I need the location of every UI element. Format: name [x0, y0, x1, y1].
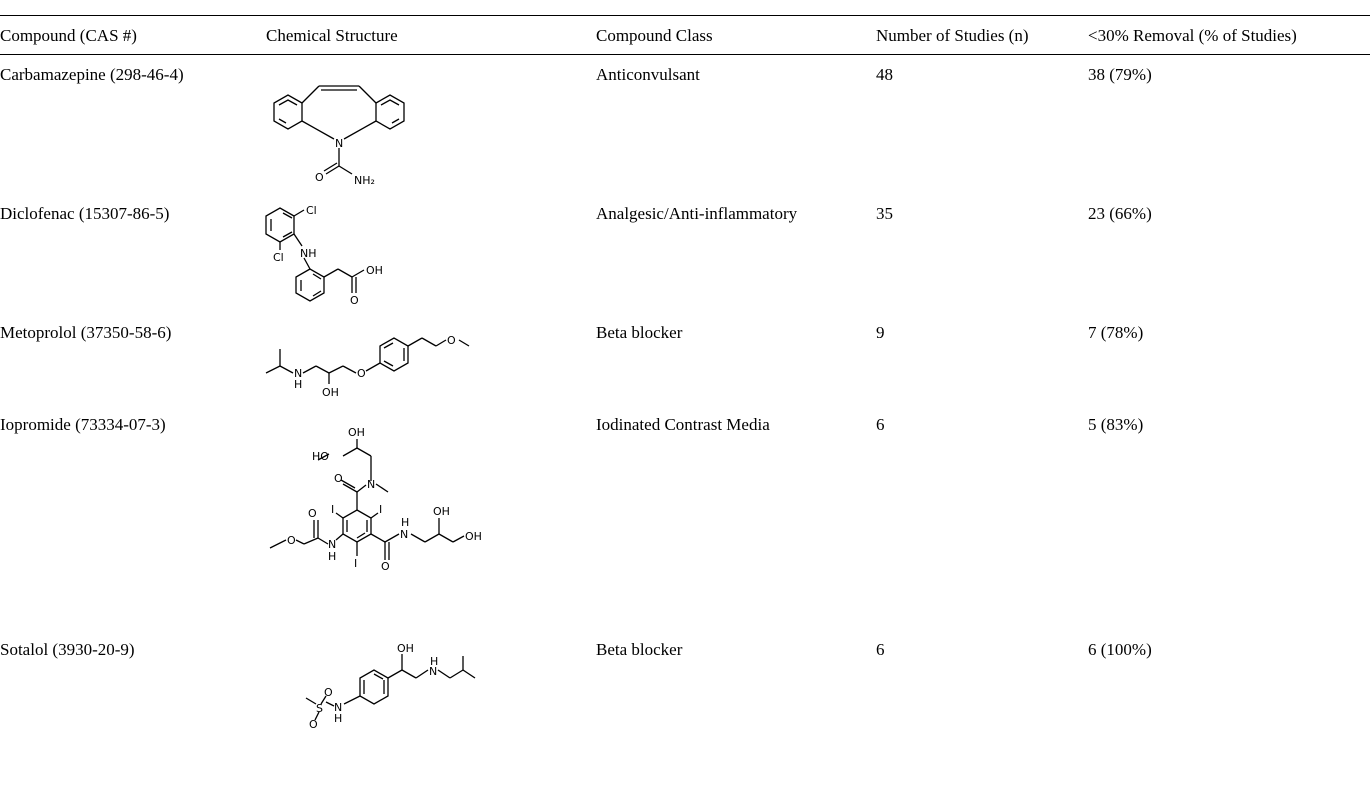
atom-label: NH₂ [354, 174, 375, 187]
atom-label: H [294, 378, 302, 391]
atom-label: Cl [306, 204, 317, 217]
atom-label: OH [366, 264, 383, 277]
atom-label: H [328, 550, 336, 563]
header-compound: Compound (CAS #) [0, 26, 137, 45]
compound-name: Sotalol (3930-20-9) [0, 640, 135, 659]
atom-label: OH [465, 530, 482, 543]
study-count: 48 [876, 65, 893, 84]
atom-label: S [316, 702, 323, 715]
atom-label: O [315, 171, 324, 184]
table-top-rule [0, 15, 1370, 16]
header-removal: <30% Removal (% of Studies) [1088, 26, 1297, 45]
chemical-structure: OH HO N O I I O OH H N OH O N H I O [256, 420, 586, 602]
compound-name: Iopromide (73334-07-3) [0, 415, 166, 434]
atom-label: I [379, 503, 382, 516]
atom-label: O [308, 507, 317, 520]
header-studies: Number of Studies (n) [876, 26, 1029, 45]
removal-percentage: 23 (66%) [1088, 204, 1152, 223]
study-count: 9 [876, 323, 885, 342]
removal-percentage: 7 (78%) [1088, 323, 1144, 342]
header-class: Compound Class [596, 26, 713, 45]
study-count: 6 [876, 415, 885, 434]
compound-name: Metoprolol (37350-58-6) [0, 323, 172, 342]
removal-percentage: 5 (83%) [1088, 415, 1144, 434]
table-header-rule [0, 54, 1370, 55]
atom-label: NH [300, 247, 317, 260]
atom-label: N [367, 478, 375, 491]
atom-label: I [331, 503, 334, 516]
chemical-structure: Cl NH Cl OH O [256, 196, 386, 348]
atom-label: O [447, 334, 456, 347]
compound-class: Iodinated Contrast Media [596, 415, 770, 434]
compound-class: Anticonvulsant [596, 65, 700, 84]
atom-label: N [335, 137, 343, 150]
chemical-structure: N H OH O O [256, 326, 566, 408]
atom-label: N [400, 528, 408, 541]
atom-label: OH [397, 642, 414, 655]
atom-label: OH [348, 426, 365, 439]
atom-label: Cl [273, 251, 284, 264]
atom-label: O [357, 367, 366, 380]
compound-name: Diclofenac (15307-86-5) [0, 204, 170, 223]
chemical-structure: OH H N S O O N H [256, 640, 516, 785]
atom-label: H [430, 655, 438, 668]
atom-label: O [334, 472, 343, 485]
compound-class: Beta blocker [596, 323, 683, 342]
atom-label: HO [312, 450, 329, 463]
atom-label: N [334, 701, 342, 714]
study-count: 35 [876, 204, 893, 223]
compound-class: Beta blocker [596, 640, 683, 659]
atom-label: O [350, 294, 359, 307]
atom-label: I [354, 557, 357, 570]
header-structure: Chemical Structure [266, 26, 398, 45]
atom-label: N [429, 665, 437, 678]
atom-label: H [334, 712, 342, 725]
removal-percentage: 38 (79%) [1088, 65, 1152, 84]
atom-label: N [294, 367, 302, 380]
atom-label: H [401, 516, 409, 529]
atom-label: O [381, 560, 390, 573]
compound-class: Analgesic/Anti-inflammatory [596, 204, 798, 223]
compound-name: Carbamazepine (298-46-4) [0, 65, 184, 84]
atom-label: OH [322, 386, 339, 399]
removal-percentage: 6 (100%) [1088, 640, 1152, 659]
atom-label: O [324, 686, 333, 699]
atom-label: OH [433, 505, 450, 518]
chemical-structure: N O NH₂ [256, 68, 416, 190]
study-count: 6 [876, 640, 885, 659]
atom-label: O [287, 534, 296, 547]
atom-label: N [328, 538, 336, 551]
atom-label: O [309, 718, 318, 731]
